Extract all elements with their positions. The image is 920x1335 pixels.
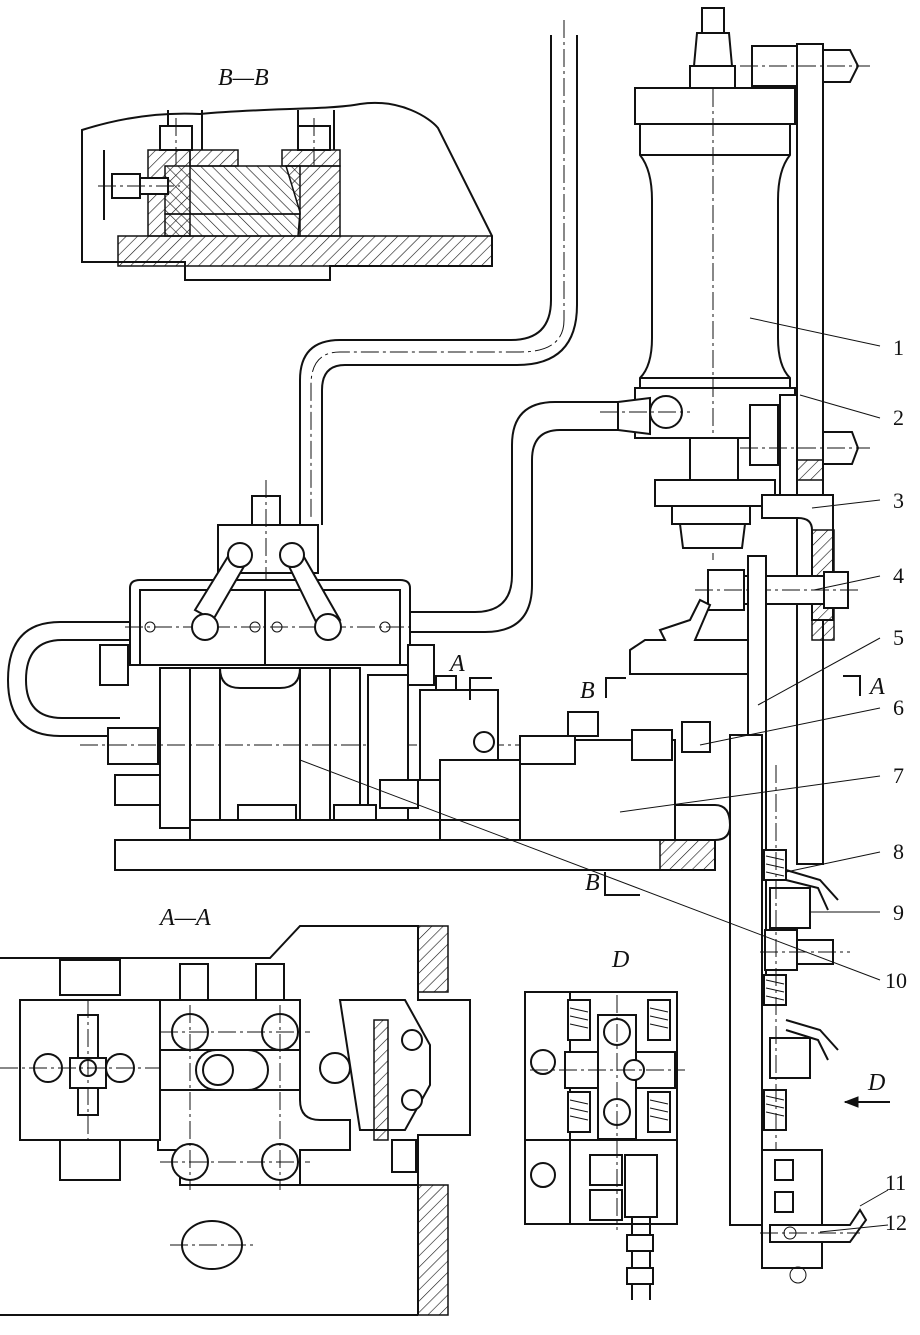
- mounting-bracket: [740, 43, 870, 865]
- aa-clamp-block: [157, 999, 351, 1186]
- part-label-6: 6: [893, 695, 904, 720]
- bb-wedge-block: [164, 165, 301, 215]
- marker-d: D: [867, 1070, 885, 1096]
- view-d-title: D: [611, 947, 629, 973]
- part-label-9: 9: [893, 900, 904, 925]
- section-aa-view: A—A: [0, 905, 471, 1316]
- marker-a-right: A: [868, 674, 885, 700]
- section-aa-title: A—A: [158, 905, 211, 931]
- part-label-11: 11: [885, 1170, 906, 1195]
- marker-a-upper: A: [448, 651, 465, 677]
- part-label-2: 2: [893, 405, 904, 430]
- part-number-labels: 1 2 3 4 5 6 7 8 9 10 11 12: [885, 335, 907, 1235]
- spring-finger-stack: [760, 765, 868, 1284]
- part-label-8: 8: [893, 839, 904, 864]
- section-bb-view: B—B: [81, 65, 493, 281]
- bb-base-plate: [117, 235, 493, 267]
- finger-bar: [729, 734, 763, 1226]
- part-label-1: 1: [893, 335, 904, 360]
- section-bb-title: B—B: [218, 65, 269, 91]
- part-label-12: 12: [885, 1210, 907, 1235]
- leader-lines: [299, 317, 889, 1233]
- cylinder-hose-fitting: [600, 395, 690, 436]
- part-label-5: 5: [893, 625, 904, 650]
- part-label-4: 4: [893, 563, 904, 588]
- base-body: [80, 667, 732, 871]
- marker-b-upper: B: [580, 678, 595, 704]
- valve-manifold: [99, 480, 435, 686]
- part-label-7: 7: [893, 763, 904, 788]
- part-label-10: 10: [885, 968, 907, 993]
- part-label-3: 3: [893, 488, 904, 513]
- marker-b-lower: B: [585, 870, 600, 896]
- air-cylinder: [634, 7, 796, 560]
- main-elevation-view: A A B B D 1 2 3 4 5 6 7 8 9 10 11 12: [6, 7, 907, 1284]
- section-markers: A A B B D: [448, 651, 890, 1108]
- view-d: D: [524, 947, 685, 1300]
- pivot-bolt-part-4: [695, 569, 860, 611]
